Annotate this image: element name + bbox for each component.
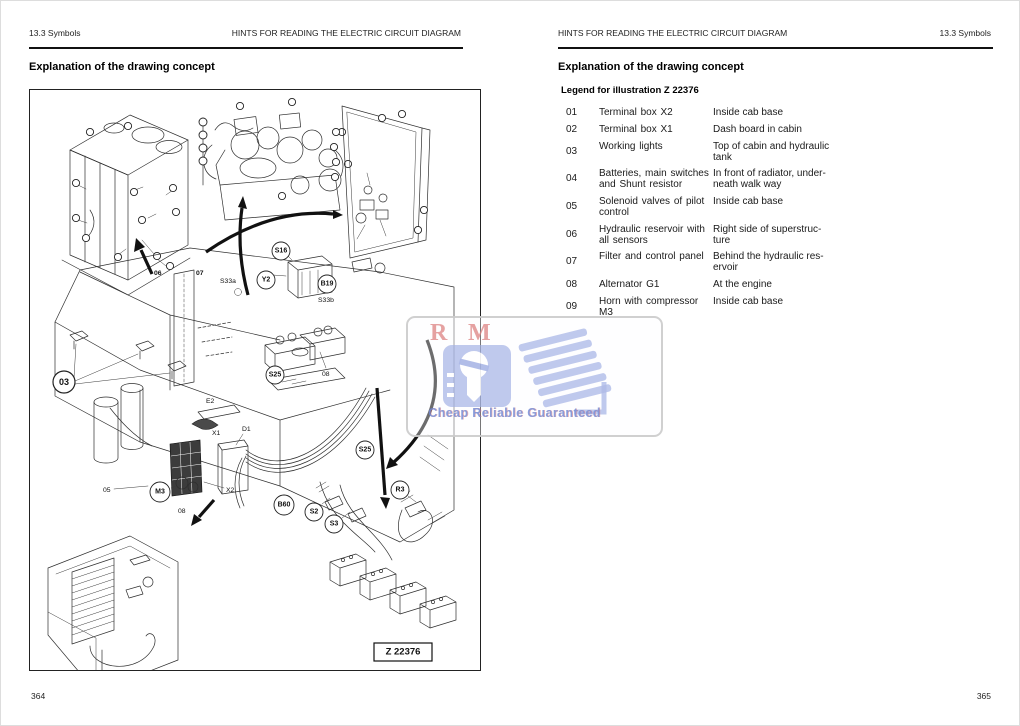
legend-location: Behind the hydraulic res- ervoir: [713, 251, 824, 273]
louver-stack-icon: [518, 328, 612, 415]
running-header-left: 13.3 Symbols: [29, 28, 81, 38]
legend-title: Legend for illustration Z 22376: [561, 85, 699, 96]
legend-location: At the engine: [713, 279, 772, 290]
page-number: 364: [31, 691, 46, 701]
figure-code: Z 22376: [386, 647, 421, 658]
page-title: Explanation of the drawing concept: [558, 61, 744, 73]
legend-item: Terminal box X2: [599, 107, 673, 118]
legend-row: 06 Hydraulic reservoir with all sensors …: [561, 224, 906, 246]
legend-row: 08 Alternator G1 At the engine: [561, 279, 906, 291]
legend-location: Top of cabin and hydraulic tank: [713, 141, 830, 163]
legend-item: Alternator G1: [599, 279, 660, 290]
legend-number: 03: [566, 146, 578, 158]
legend-item: Batteries, main switches and Shunt resis…: [599, 168, 709, 190]
label-d1: D1: [242, 426, 251, 433]
legend-number: 02: [566, 124, 578, 135]
label-08-valves: 08: [322, 371, 330, 378]
legend-row: 04 Batteries, main switches and Shunt re…: [561, 168, 906, 190]
legend-row: 05 Solenoid valves of pilot control Insi…: [561, 196, 906, 218]
illustration-frame: 03 S16 Y2: [29, 89, 481, 671]
legend-number: 04: [566, 173, 578, 185]
running-header-left: HINTS FOR READING THE ELECTRIC CIRCUIT D…: [558, 28, 788, 38]
legend-item: Filter and control panel: [599, 251, 704, 262]
page-title: Explanation of the drawing concept: [29, 61, 215, 73]
label-08-cab: 08: [178, 508, 186, 515]
legend-number: 09: [566, 301, 578, 313]
callout-03: 03: [59, 377, 69, 387]
detail-arrows: 06 07: [134, 196, 437, 526]
legend-row: 09 Horn with compressor M3 Inside cab ba…: [561, 296, 906, 318]
label-06: 06: [154, 270, 162, 277]
legend-item: Solenoid valves of pilot control: [599, 196, 705, 218]
legend-location: Inside cab base: [713, 196, 784, 207]
callout-r3: R3: [396, 487, 405, 494]
legend-location: In front of radiator, under- neath walk …: [713, 168, 826, 190]
label-e2: E2: [206, 398, 215, 405]
legend-number: 08: [566, 279, 578, 290]
machine-wiring-illustration: 03 S16 Y2: [47, 97, 457, 670]
callout-s25-lower: S25: [359, 447, 372, 454]
header-rule: [558, 47, 993, 49]
legend-row: 01 Terminal box X2 Inside cab base: [561, 107, 906, 119]
callout-y2: Y2: [262, 277, 271, 284]
label-x1: X1: [212, 430, 221, 437]
callout-s25-upper: S25: [269, 372, 282, 379]
label-07: 07: [196, 270, 204, 277]
battery-group-detail: B60 S2 S3 R3 S25: [273, 440, 457, 629]
callout-m3: M3: [155, 489, 165, 496]
callout-b60: B60: [278, 502, 291, 509]
legend-number: 07: [566, 256, 578, 268]
label-05: 05: [103, 487, 111, 494]
running-header-right: HINTS FOR READING THE ELECTRIC CIRCUIT D…: [231, 28, 461, 38]
engine-detail: [198, 97, 353, 221]
hydraulic-reservoir-detail: [61, 114, 191, 296]
legend-row: 03 Working lights Top of cabin and hydra…: [561, 141, 906, 163]
callout-s16: S16: [275, 248, 288, 255]
legend-row: 07 Filter and control panel Behind the h…: [561, 251, 906, 273]
legend-item: Horn with compressor M3: [599, 296, 699, 318]
legend-number: 06: [566, 229, 578, 241]
cab-base-detail: [47, 535, 179, 670]
legend-item: Hydraulic reservoir with all sensors: [599, 224, 705, 246]
callout-s3: S3: [330, 521, 339, 528]
legend-location: Inside cab base: [713, 107, 784, 118]
running-header-right: 13.3 Symbols: [939, 28, 992, 38]
legend-item: Working lights: [599, 141, 663, 152]
legend-number: 05: [566, 201, 578, 213]
legend-row: 02 Terminal box X1 Dash board in cabin: [561, 124, 906, 136]
label-x2: X2: [226, 487, 235, 494]
legend-location: Right side of superstruc- ture: [713, 224, 822, 246]
superstructure-drawing: 03 S16 Y2: [52, 241, 455, 543]
legend-number: 01: [566, 107, 578, 118]
callout-b19: B19: [321, 281, 334, 288]
label-s33a: S33a: [220, 278, 236, 285]
label-s33b: S33b: [318, 297, 334, 304]
legend-location: Dash board in cabin: [713, 124, 802, 135]
header-rule: [29, 47, 463, 49]
legend-location: Inside cab base: [713, 296, 784, 307]
callout-s2: S2: [310, 509, 319, 516]
figure-code-box: Z 22376: [373, 642, 433, 662]
page-number: 365: [976, 691, 991, 701]
legend-item: Terminal box X1: [599, 124, 673, 135]
